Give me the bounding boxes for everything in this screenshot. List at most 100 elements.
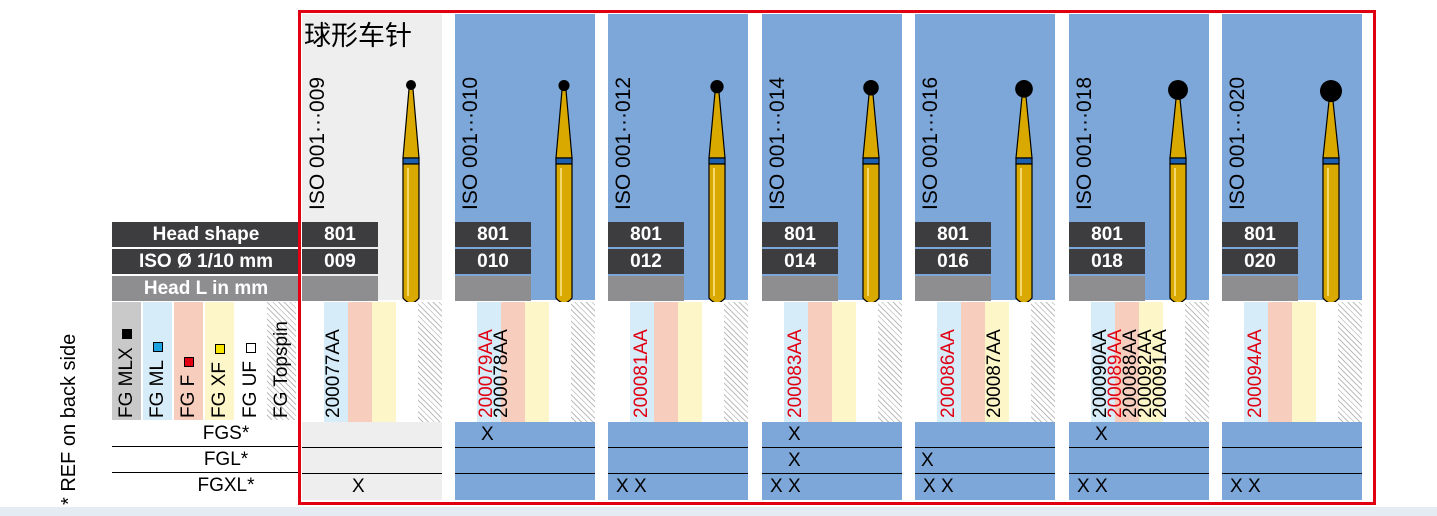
grit-column: FG UF: [236, 302, 265, 420]
divider: [608, 473, 748, 474]
head-length-cell: [762, 276, 838, 301]
divider: [1222, 473, 1362, 474]
iso-size-code: 016: [915, 249, 991, 274]
divider: [915, 473, 1055, 474]
header-head-shape: Head shape: [112, 222, 300, 247]
grit-stripe: [608, 302, 630, 422]
iso-size-code: 020: [1222, 249, 1298, 274]
grit-stripe: [1244, 302, 1268, 422]
shank-row-fgl: X: [762, 448, 902, 474]
grit-color-swatch: [215, 344, 225, 355]
iso-number: ISO 001···012: [612, 76, 635, 210]
iso-number: ISO 001···016: [919, 76, 942, 210]
iso-size-code: 009: [302, 249, 378, 274]
grit-stripe: [915, 302, 937, 422]
grit-name: FG F: [178, 374, 199, 418]
header-iso-diameter: ISO Ø 1/10 mm: [112, 249, 300, 274]
ref-number: 200086AA: [938, 329, 959, 418]
shank-row-fgl: [608, 448, 748, 474]
grit-stripe: [525, 302, 549, 422]
ref-note: * REF on back side: [58, 333, 80, 505]
grit-stripe: [1292, 302, 1316, 422]
head-shape-code: 801: [302, 222, 378, 247]
bur-illustration: [555, 80, 573, 304]
divider: [762, 447, 902, 448]
grit-stripe: [501, 302, 525, 422]
ref-number: 200078AA: [491, 329, 512, 418]
iso-size-code: 012: [608, 249, 684, 274]
shank-row-fgxl: X X: [762, 474, 902, 500]
availability-mark: X X: [1230, 476, 1261, 497]
shank-row-fgxl: X X: [608, 474, 748, 500]
bur-illustration: [402, 80, 420, 304]
ref-number: 200087AA: [984, 329, 1005, 418]
availability-mark: X: [481, 424, 494, 445]
grit-column: FG ML: [143, 302, 172, 420]
divider: [302, 473, 442, 474]
shank-row-fgs: [1222, 422, 1362, 448]
grit-stripe: [985, 302, 1009, 422]
shank-row-fgs: [608, 422, 748, 448]
iso-number: ISO 001···018: [1073, 76, 1096, 210]
divider: [608, 447, 748, 448]
shank-row-fgl: [1069, 448, 1209, 474]
grit-name: FG MLX: [116, 347, 137, 418]
grit-stripe: [1185, 302, 1209, 422]
head-shape-code: 801: [1222, 222, 1298, 247]
availability-mark: X X: [923, 476, 954, 497]
shank-row-fgs: [302, 422, 442, 448]
grit-name: FG Topspin: [271, 321, 292, 418]
grit-stripe: [372, 302, 396, 422]
grit-stripe: [455, 302, 477, 422]
iso-size-code: 018: [1069, 249, 1145, 274]
divider: [455, 447, 595, 448]
header-head-length: Head L in mm: [112, 276, 300, 301]
grit-label: FG F: [178, 356, 200, 418]
grit-color-swatch: [153, 341, 163, 352]
grit-stripe: [1268, 302, 1292, 422]
grit-name: FG XF: [209, 362, 230, 418]
grit-label: FG MLX: [116, 329, 138, 418]
head-length-cell: [302, 276, 378, 301]
availability-mark: X: [788, 424, 801, 445]
grit-stripe: [1091, 302, 1115, 422]
grit-stripe: [878, 302, 902, 422]
head-length-cell: [1069, 276, 1145, 301]
shank-row-fgxl: X X: [1222, 474, 1362, 500]
grit-stripe: [324, 302, 348, 422]
iso-number: ISO 001···020: [1226, 76, 1249, 210]
divider: [1069, 447, 1209, 448]
bur-illustration: [1168, 80, 1188, 304]
head-length-cell: [608, 276, 684, 301]
availability-mark: X: [352, 476, 365, 497]
shank-row-fgl: [302, 448, 442, 474]
iso-number: ISO 001···009: [306, 76, 329, 210]
grit-grid: 200077AA: [302, 302, 442, 422]
shank-row-fgxl: X X: [915, 474, 1055, 500]
grit-stripe: [724, 302, 748, 422]
shank-row-fgs: [915, 422, 1055, 448]
grit-grid: 200086AA 200087AA: [915, 302, 1055, 422]
grit-stripe: [418, 302, 442, 422]
shank-fgl-label: FGL*: [203, 449, 249, 470]
ref-number: 200091AA: [1150, 329, 1171, 418]
grit-column: FG F: [174, 302, 203, 420]
availability-mark: X X: [616, 476, 647, 497]
grit-grid: 200081AA: [608, 302, 748, 422]
availability-mark: X: [788, 450, 801, 471]
divider: [112, 446, 300, 447]
iso-number: ISO 001···014: [766, 76, 789, 210]
shank-row-fgl: X: [915, 448, 1055, 474]
shank-fgs-label: FGS*: [202, 423, 250, 444]
ref-number: 200094AA: [1245, 329, 1266, 418]
divider: [762, 473, 902, 474]
grit-stripe: [1069, 302, 1091, 422]
footer-strip: [0, 507, 1437, 516]
